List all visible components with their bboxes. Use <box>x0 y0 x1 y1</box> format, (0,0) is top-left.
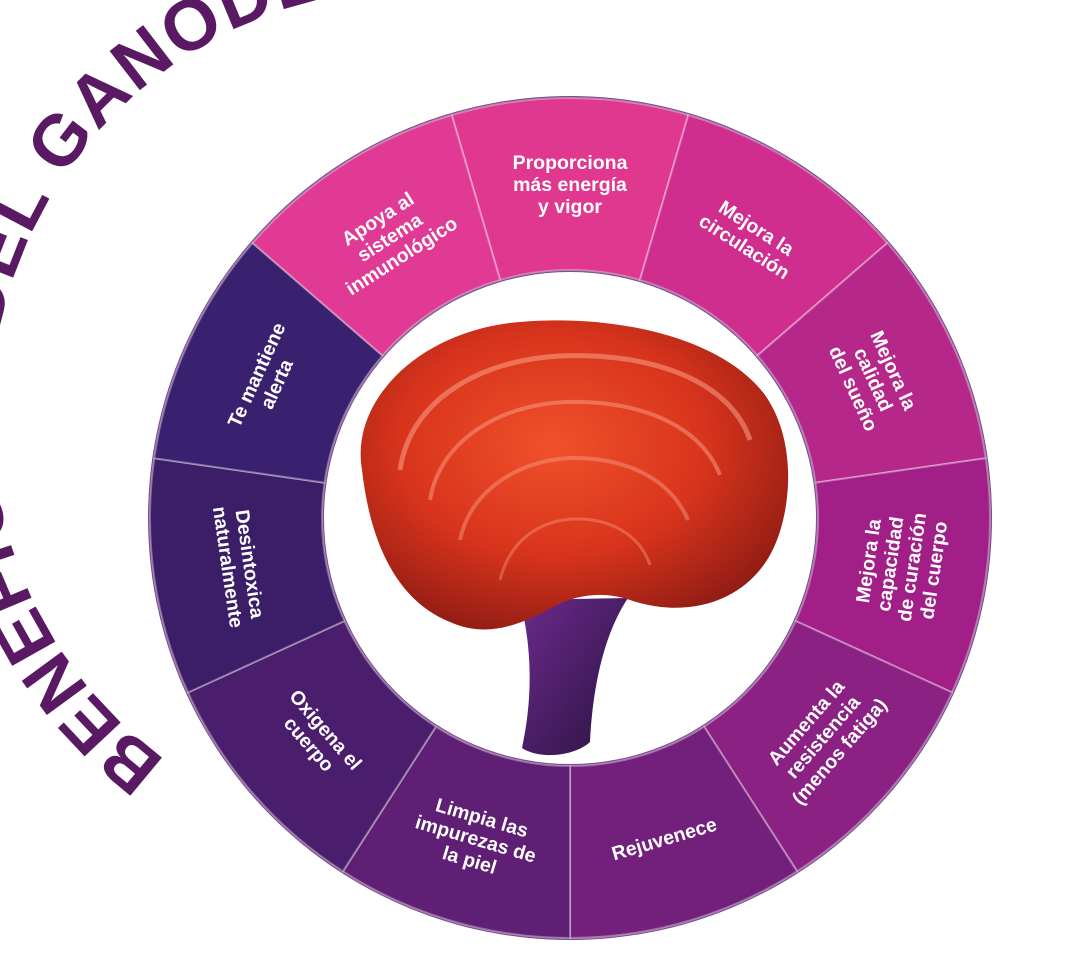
benefit-segment <box>794 457 991 694</box>
ganoderma-mushroom-image <box>360 320 789 756</box>
mushroom-ridge-1 <box>397 353 753 471</box>
benefit-segment <box>569 725 799 940</box>
benefit-segment <box>149 457 346 694</box>
mushroom-ridge-4 <box>498 517 652 581</box>
benefit-segment <box>702 619 954 873</box>
mushroom-cap <box>360 320 789 630</box>
benefit-label-line: más energía <box>513 174 627 196</box>
benefit-segment <box>341 725 571 940</box>
benefit-label-line: y vigor <box>538 196 602 218</box>
mushroom-ridge-3 <box>458 455 690 541</box>
benefit-segment <box>153 241 384 484</box>
mushroom-stem <box>520 598 628 756</box>
mushroom-ridge-2 <box>428 399 722 501</box>
benefit-segment <box>756 241 987 484</box>
benefit-label-line: Proporciona <box>513 152 628 174</box>
benefit-segment <box>186 619 438 873</box>
benefit-label: Mejora lacapacidadde curacióndel cuerpo <box>850 505 953 626</box>
benefit-segment <box>450 97 690 282</box>
benefit-segment <box>251 113 502 358</box>
benefit-segment <box>638 113 889 358</box>
